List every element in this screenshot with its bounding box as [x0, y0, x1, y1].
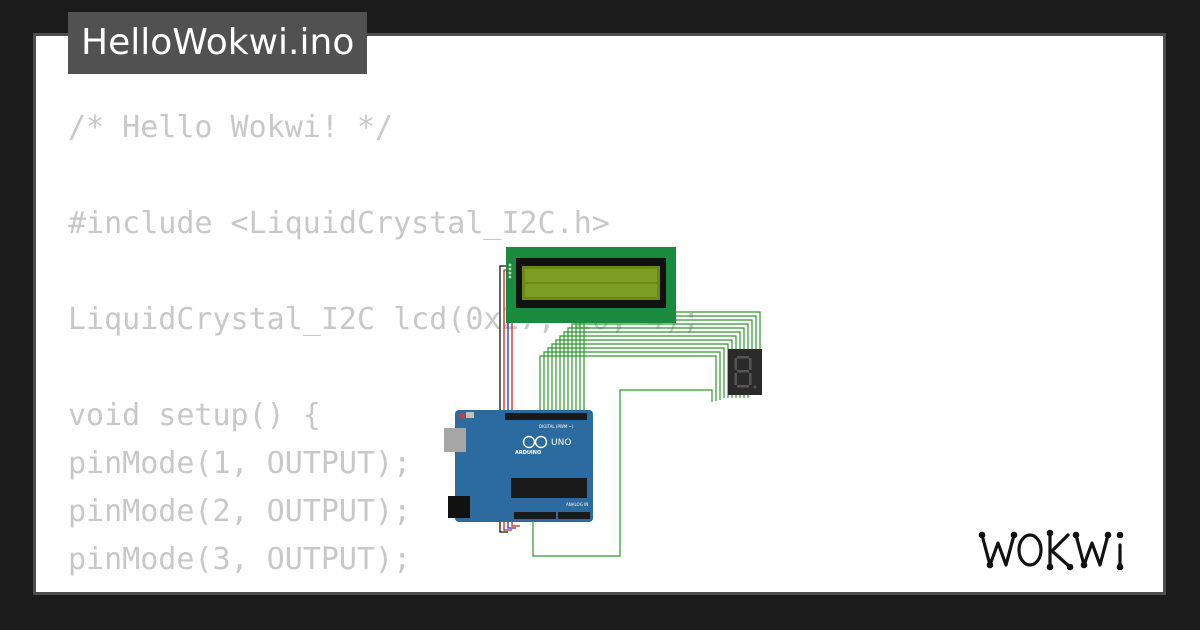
- code-line: pinMode(1, OUTPUT);: [68, 446, 412, 481]
- code-line: void setup() {: [68, 398, 321, 433]
- wokwi-logo: [978, 525, 1150, 575]
- code-line: pinMode(4, OUTPUT);: [68, 584, 700, 592]
- board-header-digital: DIGITAL (PWM ~): [539, 424, 574, 429]
- code-line: /* Hello Wokwi! */: [68, 110, 394, 145]
- board-header-analog: ANALOG IN: [566, 502, 588, 507]
- code-line: pinMode(3, OUTPUT);: [68, 542, 412, 577]
- preview-card: /* Hello Wokwi! */ #include <LiquidCrysta…: [36, 36, 1163, 592]
- arduino-uno-board: UNO ARDUINO DIGITAL (PWM ~) ANALOG IN: [444, 410, 593, 522]
- circuit-diagram: UNO ARDUINO DIGITAL (PWM ~) ANALOG IN: [444, 247, 762, 557]
- seven-segment-display: [728, 349, 762, 395]
- board-brand: ARDUINO: [515, 450, 541, 456]
- board-model: UNO: [551, 438, 571, 448]
- code-line: pinMode(2, OUTPUT);: [68, 494, 412, 529]
- lcd-module: [506, 247, 676, 323]
- file-title: HelloWokwi.ino: [68, 12, 368, 74]
- code-preview: /* Hello Wokwi! */ #include <LiquidCrysta…: [68, 104, 700, 592]
- code-line: #include <LiquidCrystal_I2C.h>: [68, 206, 610, 241]
